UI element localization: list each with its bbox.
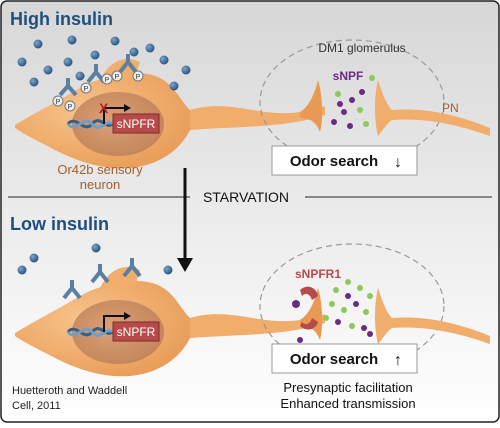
snpf-peptides-bottom xyxy=(292,279,373,343)
gene-box-bottom xyxy=(112,321,160,342)
odor-search-box-top xyxy=(271,145,418,176)
dendrite-bottom xyxy=(100,267,140,288)
gene-label-top: sNPFR xyxy=(117,117,156,131)
receptor-label: sNPFR1 xyxy=(295,267,341,281)
presynaptic-terminal-top xyxy=(300,80,323,132)
pn-dendrite-bottom xyxy=(375,288,490,344)
receptor-bottom-3 xyxy=(122,258,142,278)
receptor-bottom-1 xyxy=(62,280,82,300)
receptor-bottom-2 xyxy=(90,264,110,284)
bottom-panel-title: Low insulin xyxy=(10,214,109,234)
transcription-arrowhead-bottom xyxy=(124,312,131,320)
phospho-markers: P P P P P P xyxy=(52,70,144,112)
receptor-top-1 xyxy=(58,78,78,97)
transcription-arrow-bottom xyxy=(103,315,124,332)
effect-line1: Presynaptic facilitation xyxy=(283,380,412,395)
pn-dendrite-top xyxy=(375,80,490,136)
axon-top xyxy=(190,106,325,130)
gene-label-bottom: sNPFR xyxy=(117,325,156,339)
presynaptic-terminal-bottom xyxy=(300,288,323,340)
snpfr1-receptors xyxy=(300,286,318,330)
citation-journal: Cell, 2011 xyxy=(12,400,61,412)
axon-bottom xyxy=(190,314,325,338)
snpf-peptides-top xyxy=(331,75,375,129)
svg-text:P: P xyxy=(105,77,110,84)
odor-search-label-bottom: Odor search xyxy=(290,351,378,368)
transcription-arrow-top xyxy=(103,107,124,124)
starvation-label: STARVATION xyxy=(203,189,289,205)
svg-text:P: P xyxy=(56,99,61,106)
dna-helix-top xyxy=(66,119,114,129)
svg-text:P: P xyxy=(115,74,120,81)
insulin-molecules-bottom xyxy=(17,243,173,275)
insulin-molecules-top xyxy=(17,35,191,91)
top-panel-title: High insulin xyxy=(10,9,113,29)
pn-label: PN xyxy=(442,101,459,115)
svg-text:P: P xyxy=(68,104,73,111)
transcription-arrowhead-top xyxy=(124,104,131,112)
odor-search-label-top: Odor search xyxy=(290,153,378,170)
block-mark-icon: X xyxy=(99,100,109,116)
up-arrow-icon: ↑ xyxy=(394,352,402,369)
starvation-arrow-icon xyxy=(177,258,193,272)
effect-line2: Enhanced transmission xyxy=(280,396,415,411)
down-arrow-icon: ↓ xyxy=(394,154,402,171)
dna-helix-bottom xyxy=(66,327,114,337)
neuropeptide-label: sNPF xyxy=(333,69,364,83)
neuron-label-line1: Or42b sensory xyxy=(57,162,143,177)
svg-text:P: P xyxy=(136,74,141,81)
svg-text:P: P xyxy=(84,86,89,93)
odor-search-box-bottom xyxy=(271,343,418,374)
glomerulus-label: DM1 glomerulus xyxy=(318,41,405,55)
neuron-label-line2: neuron xyxy=(80,177,120,192)
citation-authors: Huetteroth and Waddell xyxy=(12,385,127,397)
gene-box-top xyxy=(112,113,160,134)
receptor-top-3 xyxy=(118,54,138,74)
